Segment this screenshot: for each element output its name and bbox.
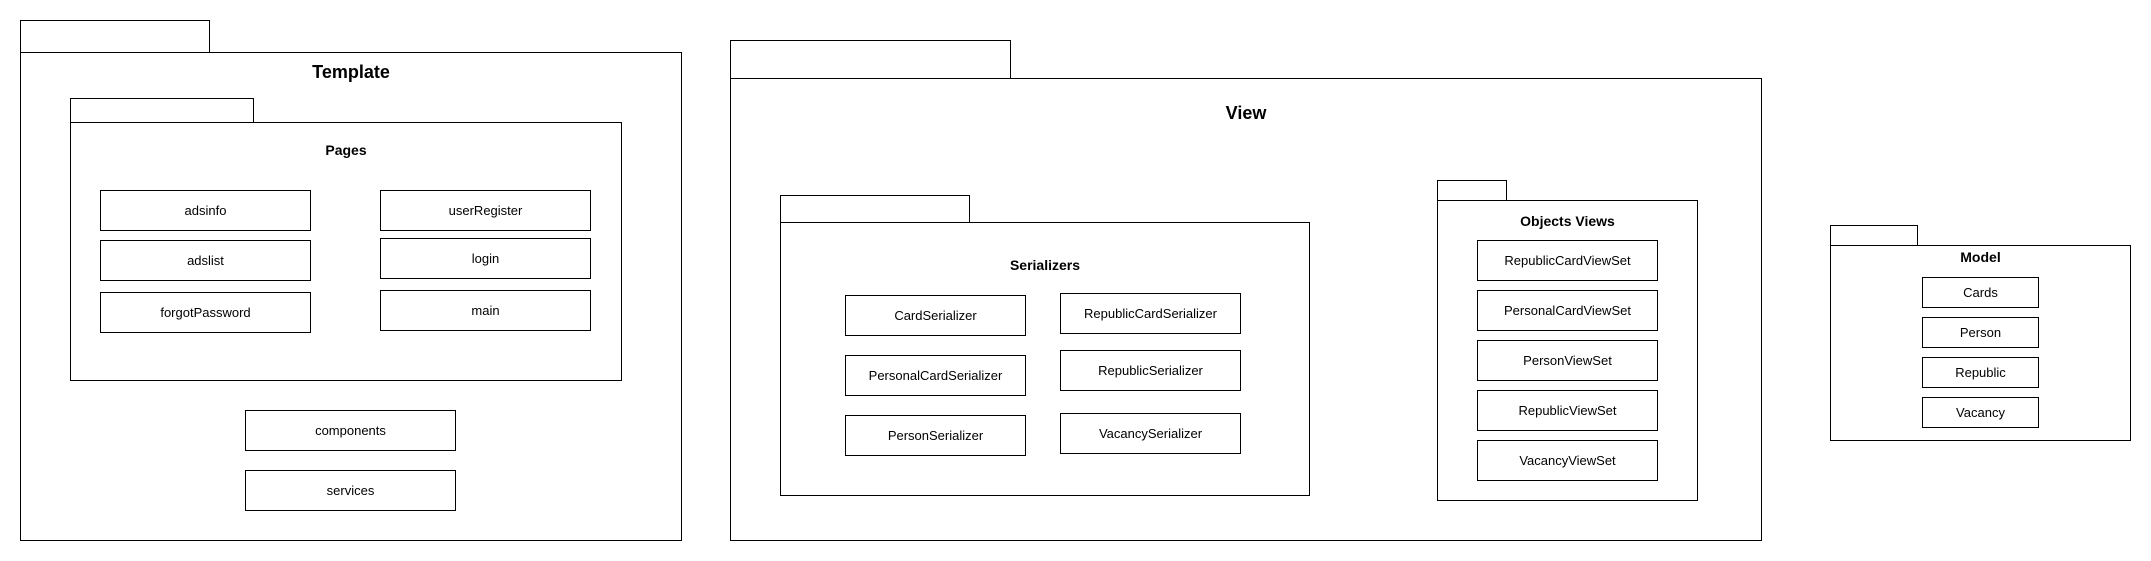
objects-views-package-tab <box>1437 180 1507 202</box>
class-services: services <box>245 470 456 511</box>
class-republicserializer: RepublicSerializer <box>1060 350 1241 391</box>
class-republic: Republic <box>1922 357 2039 388</box>
class-personalcardserializer: PersonalCardSerializer <box>845 355 1026 396</box>
class-vacancy: Vacancy <box>1922 397 2039 428</box>
pages-package-tab <box>70 98 254 124</box>
class-userregister: userRegister <box>380 190 591 231</box>
class-personalcardviewset: PersonalCardViewSet <box>1477 290 1658 331</box>
class-republiccardviewset: RepublicCardViewSet <box>1477 240 1658 281</box>
view-package-title: View <box>1225 103 1267 123</box>
class-cardserializer: CardSerializer <box>845 295 1026 336</box>
template-package-title: Template <box>312 62 390 82</box>
model-package-tab <box>1830 225 1918 247</box>
model-package-title: Model <box>1960 249 2001 265</box>
class-login: login <box>380 238 591 279</box>
class-vacancyserializer: VacancySerializer <box>1060 413 1241 454</box>
class-vacancyviewset: VacancyViewSet <box>1477 440 1658 481</box>
template-package-tab <box>20 20 210 53</box>
class-main: main <box>380 290 591 331</box>
pages-package-title: Pages <box>325 142 367 158</box>
class-personviewset: PersonViewSet <box>1477 340 1658 381</box>
serializers-package-title: Serializers <box>1009 257 1081 273</box>
view-package-tab <box>730 40 1011 80</box>
class-cards: Cards <box>1922 277 2039 308</box>
class-personserializer: PersonSerializer <box>845 415 1026 456</box>
class-components: components <box>245 410 456 451</box>
serializers-package-tab <box>780 195 970 224</box>
class-adslist: adslist <box>100 240 311 281</box>
class-republiccardserializer: RepublicCardSerializer <box>1060 293 1241 334</box>
class-person: Person <box>1922 317 2039 348</box>
class-republicviewset: RepublicViewSet <box>1477 390 1658 431</box>
class-adsinfo: adsinfo <box>100 190 311 231</box>
class-forgotpassword: forgotPassword <box>100 292 311 333</box>
objects-views-package-title: Objects Views <box>1520 213 1615 229</box>
